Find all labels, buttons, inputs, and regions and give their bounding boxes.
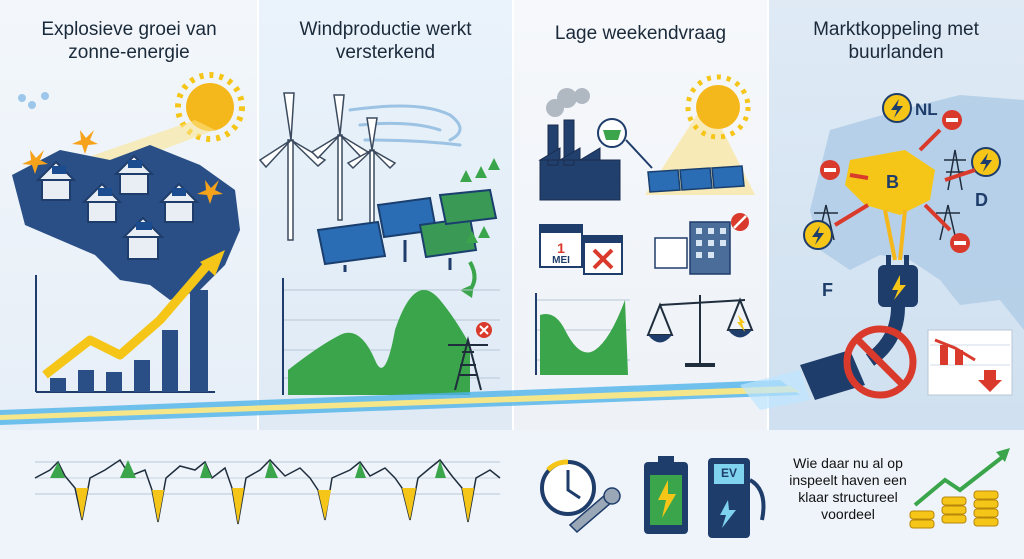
ev-label: EV [720, 466, 737, 480]
ev-charger-icon [708, 458, 766, 538]
solar-growth-illustration [12, 72, 245, 393]
solar-panel-icon [647, 165, 745, 193]
map-label-b: B [886, 172, 899, 192]
calendar-cancel-icon [583, 235, 623, 275]
growth-bar-chart [35, 250, 225, 393]
wind-production-chart [282, 278, 500, 395]
prohibited-icon [800, 325, 917, 400]
market-coupling-illustration [800, 93, 1024, 400]
calendar-icon [539, 224, 583, 268]
weekend-demand-illustration [535, 74, 755, 375]
wind-illustration [258, 92, 500, 395]
minus-icon [820, 110, 970, 253]
map-label-nl: NL [915, 100, 938, 119]
sun-icon [175, 72, 245, 142]
energy-beam [0, 370, 810, 425]
map-label-f: F [822, 280, 833, 300]
calendar-day: 1 [557, 240, 565, 256]
price-drop-chart [927, 329, 1013, 396]
money-growth-icon [909, 448, 1010, 529]
battery-icon [644, 456, 688, 534]
office-building-icon [654, 221, 731, 275]
tagline: Wie daar nu al op inspeelt haven een kla… [789, 455, 907, 522]
divider [257, 0, 259, 430]
wind-turbine-icon [258, 92, 397, 241]
europe-map [810, 95, 1024, 330]
panel-title-weekend: Lage weekendvraag [554, 23, 727, 44]
divider [512, 0, 514, 430]
panel-title-coupling: Marktkoppeling met buurlanden [813, 19, 979, 63]
belgium-region [845, 150, 935, 215]
clock-wrench-icon [540, 459, 621, 534]
panel-title-wind: Windproductie werkt versterkend [299, 19, 472, 63]
factory-icon [538, 119, 621, 201]
weekend-demand-chart [535, 293, 630, 375]
solar-panel-icon [316, 188, 498, 266]
calendar-month: MEI [552, 255, 570, 266]
house-icon [35, 154, 200, 260]
power-pylon-icon [448, 336, 488, 391]
sun-icon [685, 74, 751, 140]
divider [767, 0, 769, 430]
map-label-d: D [975, 190, 988, 210]
price-volatility-chart [34, 458, 501, 525]
panel-title-solar: Explosieve groei van zonne-energie [41, 19, 217, 63]
